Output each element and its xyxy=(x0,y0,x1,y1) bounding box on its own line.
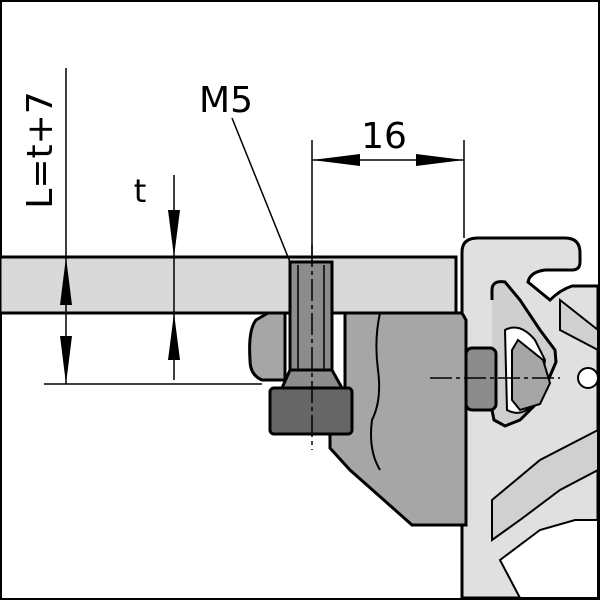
dimension-16: 16 xyxy=(311,116,465,255)
t-label: t xyxy=(134,172,147,210)
t-arrow-bottom xyxy=(168,313,180,360)
dimension-L: L=t+7 xyxy=(20,68,262,385)
screw-head xyxy=(268,386,354,436)
set-screw xyxy=(464,346,498,412)
fastening-block xyxy=(248,311,498,527)
panel-plate xyxy=(0,255,458,315)
block-body xyxy=(328,311,468,527)
screw-shank xyxy=(288,260,334,384)
m5-label: M5 xyxy=(199,80,253,121)
profile-web-lower xyxy=(491,428,599,542)
block-left-jaw xyxy=(248,311,287,382)
m5-leader-line xyxy=(231,117,291,263)
profile-web-upper xyxy=(559,297,599,352)
L-arrow-top xyxy=(60,257,72,305)
dim16-arrow-left xyxy=(312,154,360,166)
dimension-t: t xyxy=(134,172,180,380)
m5-screw xyxy=(268,260,354,436)
profile-lower-cavity xyxy=(498,519,599,599)
L-label: L=t+7 xyxy=(20,91,61,208)
dim16-label: 16 xyxy=(361,116,407,157)
t-arrow-top xyxy=(168,210,180,257)
block-break-line xyxy=(370,312,381,471)
profile-slot-nut xyxy=(511,338,552,412)
aluminium-profile xyxy=(460,236,600,600)
profile-center-bore xyxy=(577,367,599,389)
dim16-arrow-right xyxy=(416,154,464,166)
L-arrow-bottom xyxy=(60,336,72,384)
